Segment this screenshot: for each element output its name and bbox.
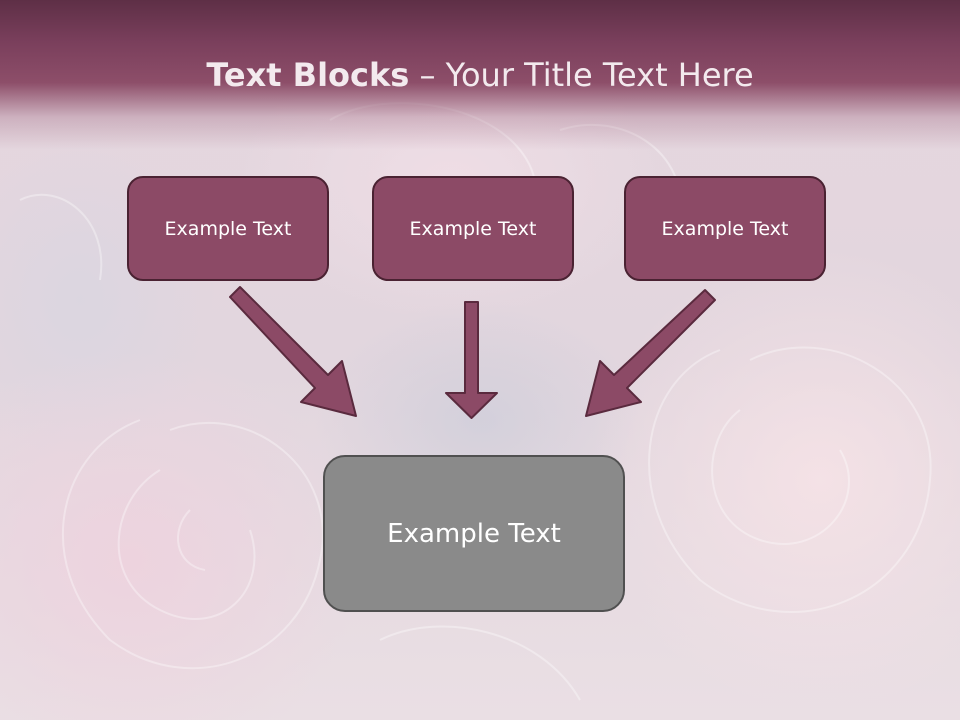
result-block: Example Text (323, 455, 625, 612)
arrow-down (445, 301, 498, 419)
text-block-2: Example Text (372, 176, 574, 281)
title-bar (0, 0, 960, 150)
text-block-1: Example Text (127, 176, 329, 281)
title-bold-part: Text Blocks (206, 56, 410, 94)
text-block-3: Example Text (624, 176, 826, 281)
slide-title: Text Blocks – Your Title Text Here (0, 55, 960, 95)
title-regular-part: – Your Title Text Here (409, 56, 754, 94)
arrow-down-right (229, 286, 357, 417)
arrow-down-left (585, 289, 716, 417)
